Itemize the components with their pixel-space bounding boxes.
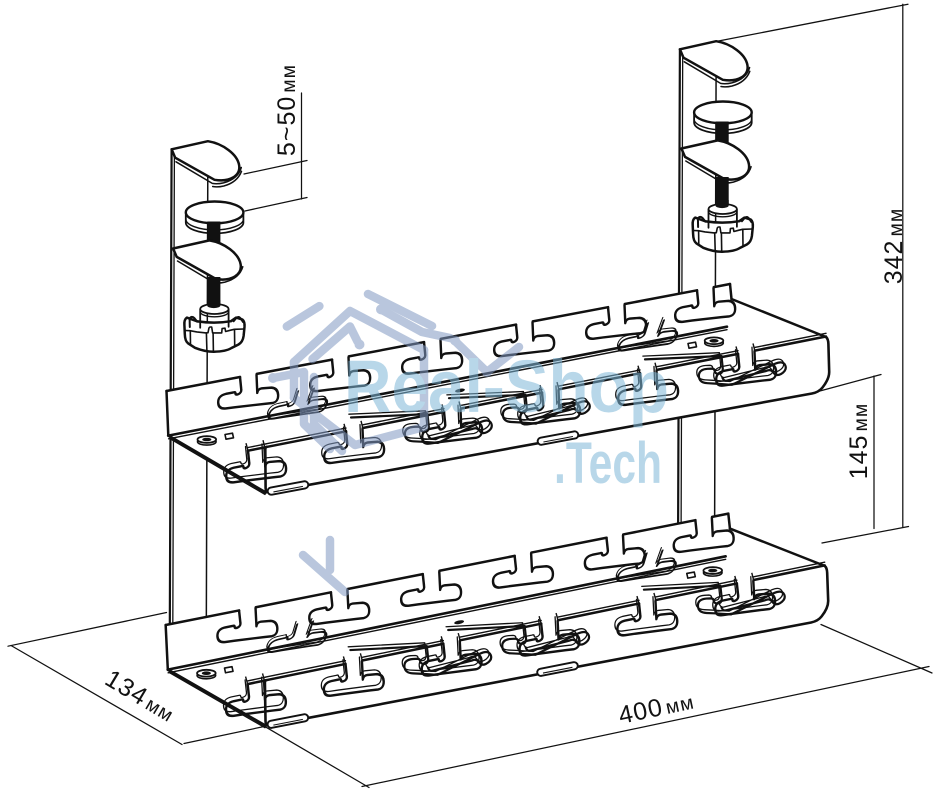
svg-text:.Tech: .Tech: [554, 431, 662, 496]
svg-text:5~50мм: 5~50мм: [273, 64, 301, 156]
svg-text:145мм: 145мм: [845, 403, 873, 480]
svg-text:342мм: 342мм: [880, 208, 908, 285]
svg-text:Real-Shop: Real-Shop: [344, 345, 669, 428]
